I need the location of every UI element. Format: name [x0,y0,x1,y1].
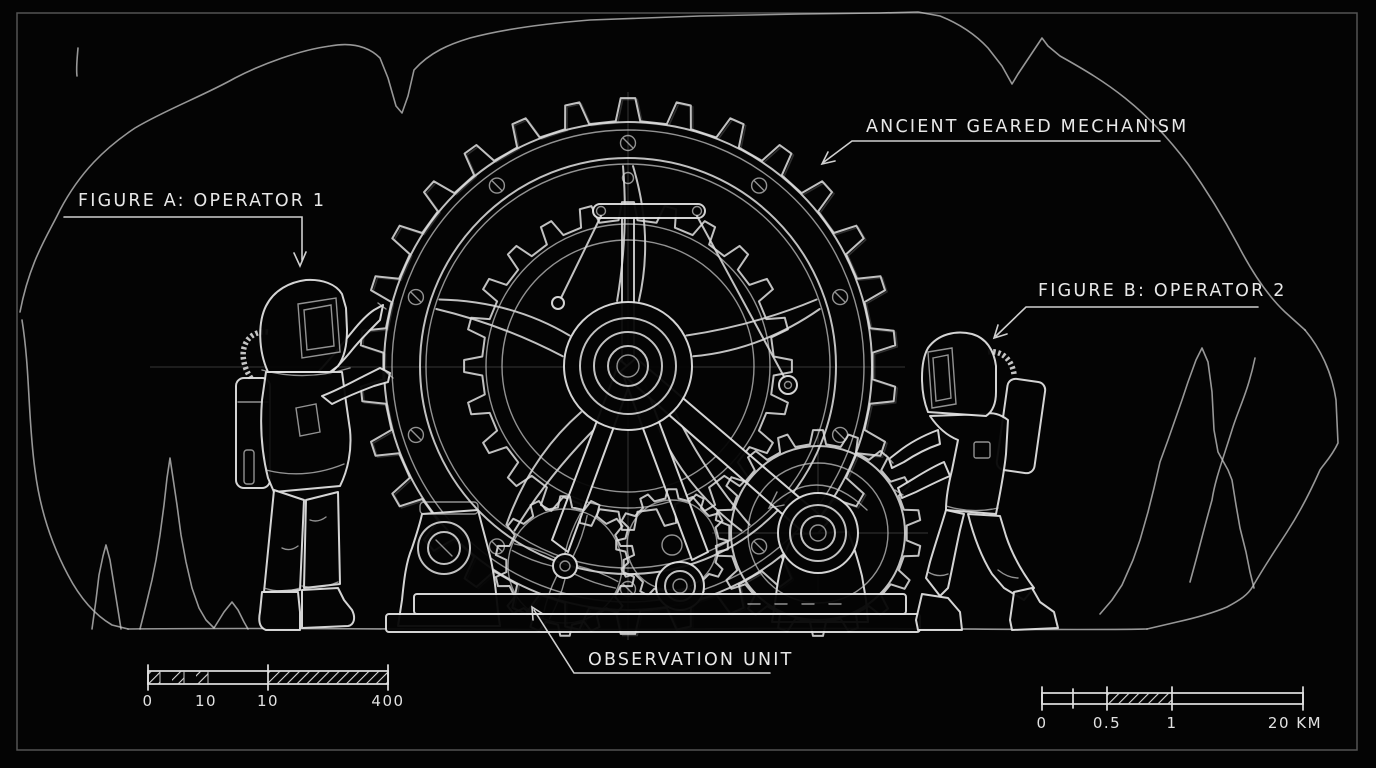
scale-bar-left: 0 10 10 400 [142,664,404,710]
observation-arrowhead [531,605,544,621]
scale-left-0: 0 [142,692,153,710]
scale-right-3: 20 KM [1268,714,1322,732]
rotation-arrow [770,484,868,511]
cave-top-crack [75,47,79,77]
figure-b-text: FIGURE B: OPERATOR 2 [1038,281,1287,301]
mechanism-text: ANCIENT GEARED MECHANISM [866,117,1188,137]
figure-b-arrowhead [992,324,1008,340]
leg-right [303,491,341,589]
leg-back [967,513,1035,601]
rim-bolt-icon [619,134,637,152]
boot-right [301,587,356,629]
visor [927,347,957,409]
rim-bolt-slot [753,180,765,191]
rim-bolt-slot [622,137,634,149]
hood [921,331,997,417]
rim-bolt-slot [410,429,422,441]
rim-bolt-icon [407,288,425,306]
cave-stalagmite-small [91,544,122,630]
boot-left [258,591,301,631]
scale-right-1: 0.5 [1093,714,1121,732]
base-plate [385,593,921,633]
rim-bolt-icon [750,538,768,555]
figure-a-text: FIGURE A: OPERATOR 1 [78,191,326,211]
cave-stalagmite-ledge [213,601,249,630]
cave-left-wall [21,319,129,630]
torso [929,412,1009,515]
rim-bolt-slot [753,541,765,552]
annotations-layer: FIGURE A: OPERATOR 1 ANCIENT GEARED MECH… [63,117,1287,674]
frame-border [16,12,1358,751]
arm-lower [897,461,951,499]
label-mechanism: ANCIENT GEARED MECHANISM [820,117,1188,166]
observation-leader [533,609,771,674]
cave-right-wall [1146,329,1339,630]
hood [259,278,348,373]
scale-left-1: 10 [195,692,217,710]
observation-text: OBSERVATION UNIT [588,650,794,670]
leg-left [263,489,305,593]
inner-gear [463,201,793,531]
label-figure-a: FIGURE A: OPERATOR 1 [63,191,326,268]
operator-1-figure [235,278,394,631]
boot-front [915,593,963,631]
visor [297,297,341,359]
boot-back [1009,587,1059,631]
ancient-geared-mechanism [359,97,922,637]
cave-stalagmite-tall [139,457,215,630]
cave-right-pillar [1099,347,1255,615]
big-gear [359,97,899,637]
rim-bolt-icon [831,288,849,306]
rim-bolt-slot [491,180,503,191]
leg-front [925,509,965,597]
scale-right-2: 1 [1166,714,1177,732]
label-figure-b: FIGURE B: OPERATOR 2 [992,281,1287,340]
rim-bolt-slot [410,291,422,303]
figure-a-arrowhead [293,251,307,268]
gear-hub [563,301,693,431]
mechanism-arrowhead [820,151,836,166]
cave-right-crack [1189,357,1256,583]
operator-2-figure [885,331,1059,631]
arm-lower [321,367,391,405]
rim-bolt-icon [488,177,506,194]
scale-right-0: 0 [1036,714,1047,732]
figure-b-leader [995,306,1259,337]
figure-a-leader [63,216,303,261]
arm-upper [888,429,941,469]
rim-bolt-icon [750,177,768,194]
label-observation: OBSERVATION UNIT [531,605,794,674]
mechanism-leader [823,140,1161,163]
cave-ceiling [19,11,1306,331]
rim-bolt-icon [407,426,425,444]
scale-bar-right: 0 0.5 1 20 KM [1036,686,1322,732]
scale-left-3: 400 [371,692,404,710]
scale-left-2: 10 [257,692,279,710]
rim-bolt-slot [834,429,846,441]
rim-bolt-slot [834,291,846,303]
